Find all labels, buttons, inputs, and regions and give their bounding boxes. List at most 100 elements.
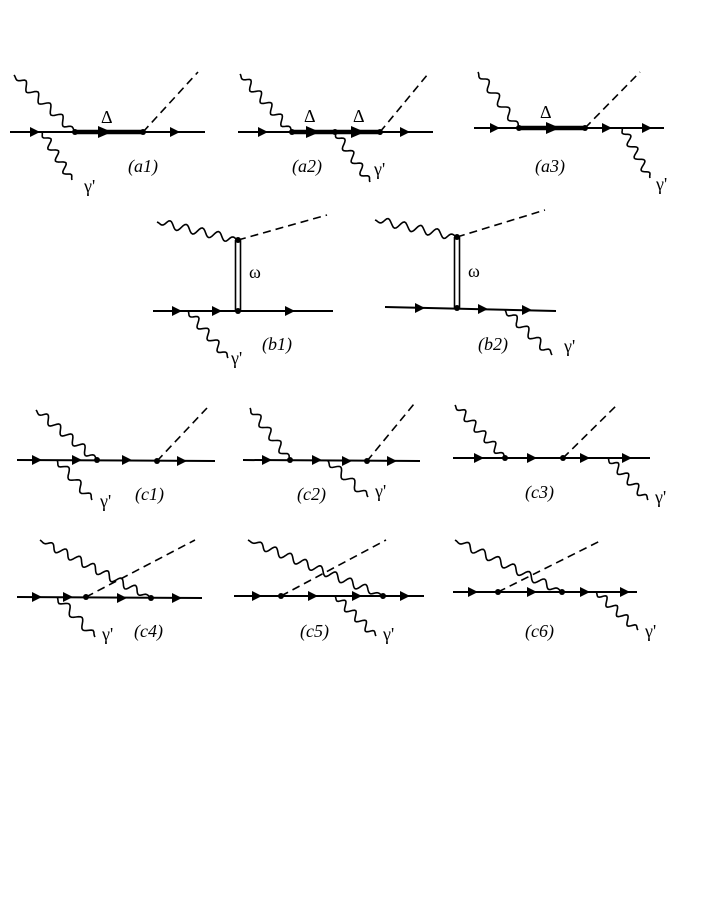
vertex (502, 455, 508, 461)
wavy-photon-in (35, 409, 98, 461)
diagram-c2: γ' (c2) (242, 403, 421, 505)
vertex (495, 589, 501, 595)
vertex (364, 458, 370, 464)
diagram-c1: γ' (c1) (16, 407, 216, 511)
wavy-photon-in (156, 219, 239, 243)
arrow (63, 592, 73, 602)
wavy-photon-out (334, 595, 377, 637)
delta-label: Δ (353, 106, 365, 126)
wavy-photon-out (595, 591, 639, 631)
meson-line (456, 209, 546, 238)
arrow (602, 123, 612, 133)
vertex (154, 458, 160, 464)
meson-line (497, 539, 603, 593)
arrow (170, 127, 180, 137)
arrow (478, 304, 488, 314)
diagram-a3: Δ γ' (a3) (474, 71, 667, 194)
arrow (72, 455, 82, 465)
wavy-photon-out (334, 131, 371, 183)
photon-out-label: γ' (373, 159, 385, 179)
wavy-photon-in (247, 539, 384, 597)
delta-label: Δ (540, 102, 552, 122)
arrow (527, 587, 537, 597)
wavy-photon-in (477, 71, 520, 129)
vertex (582, 125, 588, 131)
arrow (351, 126, 365, 138)
diagram-b1: ω γ' (b1) (153, 214, 333, 368)
diagram-a1: Δ γ' (a1) (10, 71, 205, 196)
arrow (30, 127, 40, 137)
vertex (140, 129, 146, 135)
arrow (622, 453, 632, 463)
arrow (122, 455, 132, 465)
vertex (380, 593, 386, 599)
vertex (560, 455, 566, 461)
arrow (342, 456, 352, 466)
arrow (32, 455, 42, 465)
meson-line (156, 407, 208, 462)
caption-b2: (b2) (478, 334, 508, 355)
diagram-a2: Δ Δ γ' (a2) (238, 73, 433, 183)
caption-c6: (c6) (525, 621, 554, 642)
diagram-c5: γ' (c5) (234, 539, 424, 644)
arrow (98, 126, 112, 138)
photon-out-label: γ' (644, 621, 656, 641)
omega-label: ω (249, 262, 261, 282)
wavy-photon-in (13, 74, 76, 133)
arrow (468, 587, 478, 597)
photon-out-label: γ' (655, 174, 667, 194)
arrow (212, 306, 222, 316)
arrow (620, 587, 630, 597)
meson-line (142, 71, 199, 133)
meson-line (366, 403, 415, 462)
caption-c5: (c5) (300, 621, 329, 642)
arrow (642, 123, 652, 133)
vertex (559, 589, 565, 595)
vertex (278, 593, 284, 599)
wavy-photon-out (327, 460, 369, 498)
wavy-photon-in (454, 539, 563, 593)
meson-line (280, 539, 387, 597)
diagram-c4: γ' (c4) (16, 539, 203, 644)
wavy-photon-in (249, 407, 291, 461)
caption-c2: (c2) (297, 484, 326, 505)
arrow (352, 591, 362, 601)
wavy-photon-out (621, 127, 651, 179)
arrow (172, 306, 182, 316)
vertex (235, 237, 241, 243)
vertex (148, 595, 154, 601)
vertex (235, 308, 241, 314)
arrow (387, 456, 397, 466)
photon-out-label: γ' (382, 624, 394, 644)
wavy-photon-out (504, 309, 553, 356)
meson-line (584, 71, 641, 129)
vertex (94, 457, 100, 463)
arrow (308, 591, 318, 601)
photon-out-label: γ' (563, 336, 575, 356)
vertex (72, 129, 78, 135)
arrow (400, 591, 410, 601)
arrow (527, 453, 537, 463)
vertex (332, 129, 338, 135)
delta-label: Δ (304, 106, 316, 126)
meson-line (237, 214, 328, 241)
arrow (262, 455, 272, 465)
photon-out-label: γ' (101, 624, 113, 644)
diagram-b2: ω γ' (b2) (374, 209, 575, 356)
wavy-photon-in (374, 217, 458, 240)
photon-out-label: γ' (654, 487, 666, 507)
wavy-photon-out (56, 459, 93, 501)
arrow (415, 303, 425, 313)
wavy-photon-out (41, 131, 73, 181)
arrow (312, 455, 322, 465)
arrow (252, 591, 262, 601)
caption-a1: (a1) (128, 156, 158, 177)
vertex (287, 457, 293, 463)
vertex (289, 129, 295, 135)
omega-label: ω (468, 261, 480, 281)
caption-a3: (a3) (535, 156, 565, 177)
delta-label: Δ (101, 107, 113, 127)
wavy-photon-in (39, 539, 152, 599)
wavy-photon-in (454, 404, 506, 459)
